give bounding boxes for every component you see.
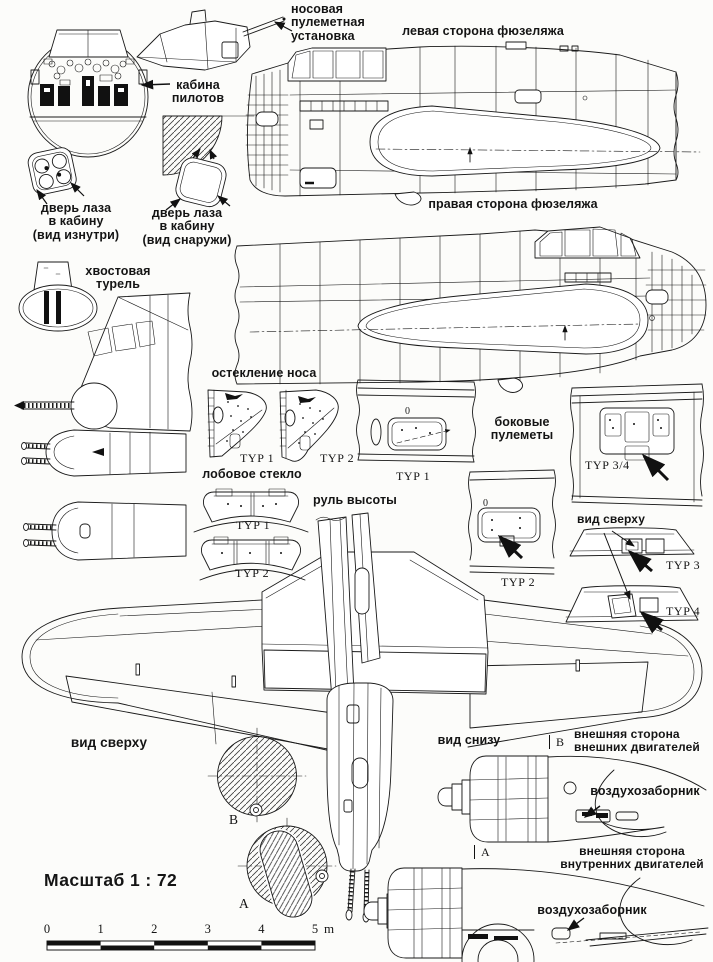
scale-tick-1: 1 xyxy=(97,922,104,936)
gun-panel-typ2-drawing: 0 xyxy=(468,469,556,575)
rear-fuselage-bottom-drawing xyxy=(326,682,394,923)
label-windshield-typ1: TYP 1 xyxy=(236,518,271,532)
label-outer-engines: внешняя сторона внешних двигателей xyxy=(574,727,700,754)
inner-engine-drawing xyxy=(363,867,709,962)
label-air-intake-outer: воздухозаборник xyxy=(590,784,700,798)
tail-turret-front-drawing xyxy=(18,261,98,332)
label-top-view-panels: вид сверху xyxy=(577,512,645,526)
prop-disc-b-letter: B xyxy=(229,812,239,827)
label-elevator: руль высоты xyxy=(313,493,397,507)
label-fuselage-left-side: левая сторона фюзеляжа xyxy=(402,24,564,38)
label-pilot-cabin: кабина пилотов xyxy=(171,78,225,106)
nose-glazing-typ2-drawing xyxy=(279,389,339,462)
label-nose-glazing: остекление носа xyxy=(211,366,317,380)
callout-arrows xyxy=(36,21,670,931)
wing-bottom-view-drawing xyxy=(467,597,703,748)
windshield-typ1-drawing xyxy=(193,488,309,533)
scale-tick-0: 0 xyxy=(43,922,51,936)
scale-title: Масштаб 1 : 72 xyxy=(44,870,178,890)
propeller-disc-b-drawing xyxy=(207,727,307,825)
label-panel-typ1: TYP 1 xyxy=(396,469,431,483)
nose-glazing-typ1-drawing xyxy=(207,389,267,458)
label-panel-typ2: TYP 2 xyxy=(501,575,536,589)
gun-panel-typ4-top-drawing xyxy=(565,585,699,623)
prop-disc-a-letter: A xyxy=(239,896,250,911)
label-door-outside-view: дверь лаза в кабину (вид снаружи) xyxy=(142,206,232,247)
scale-unit: m xyxy=(324,921,335,936)
label-windshield: лобовое стекло xyxy=(202,467,302,481)
label-nose-turret: носовая пулеметная установка xyxy=(291,2,365,43)
label-tail-turret: хвостовая турель xyxy=(85,264,151,292)
label-wing-top-view: вид сверху xyxy=(70,735,148,750)
label-inner-engines: внешняя сторона внутренних двигателей xyxy=(560,844,704,871)
scale-tick-3: 3 xyxy=(204,922,211,936)
label-windshield-typ2: TYP 2 xyxy=(235,566,270,580)
crew-door-inside xyxy=(27,147,77,195)
scale-tick-2: 2 xyxy=(151,922,158,936)
scale-tick-4: 4 xyxy=(258,922,265,936)
label-panel-typ3: TYP 3 xyxy=(666,558,701,572)
label-panel-typ34: TYP 3/4 xyxy=(585,458,630,472)
nose-turret-drawing xyxy=(136,9,286,71)
scale-bar-drawing xyxy=(46,940,316,951)
cabin-roof-hatch-drawing xyxy=(162,115,255,208)
panel1-zero-mark: 0 xyxy=(405,406,410,417)
gun-panel-typ34-drawing xyxy=(570,383,704,507)
section-marker-a: A xyxy=(474,845,490,859)
fuselage-right-side-drawing xyxy=(234,226,707,393)
label-glazing-typ2: TYP 2 xyxy=(320,451,355,465)
label-fuselage-right-side: правая сторона фюзеляжа xyxy=(428,197,598,211)
label-wing-bottom-view: вид снизу xyxy=(437,733,501,747)
label-side-guns: боковые пулеметы xyxy=(490,415,554,443)
scale-tick-5: 5 xyxy=(311,922,319,936)
tail-turret-top-drawing xyxy=(21,429,187,477)
propeller-disc-a-drawing xyxy=(237,817,337,920)
gun-panel-typ1-drawing: 0 xyxy=(356,379,476,463)
tailplane-elevator-drawing xyxy=(261,512,489,700)
label-panel-typ4: TYP 4 xyxy=(666,604,701,618)
windshield-typ2-drawing xyxy=(199,536,306,581)
panel2-zero-mark: 0 xyxy=(483,498,488,509)
tail-turret-side-drawing xyxy=(14,292,193,432)
section-marker-b: B xyxy=(549,735,564,749)
outer-engine-drawing xyxy=(437,755,707,843)
fuselage-left-side-drawing xyxy=(245,41,701,206)
cockpit-cross-section-drawing xyxy=(27,29,149,195)
tail-turret-bottom-drawing xyxy=(23,501,187,561)
label-air-intake-inner: воздухозаборник xyxy=(537,903,647,917)
label-glazing-typ1: TYP 1 xyxy=(240,451,275,465)
label-door-inside-view: дверь лаза в кабину (вид изнутри) xyxy=(32,201,120,242)
